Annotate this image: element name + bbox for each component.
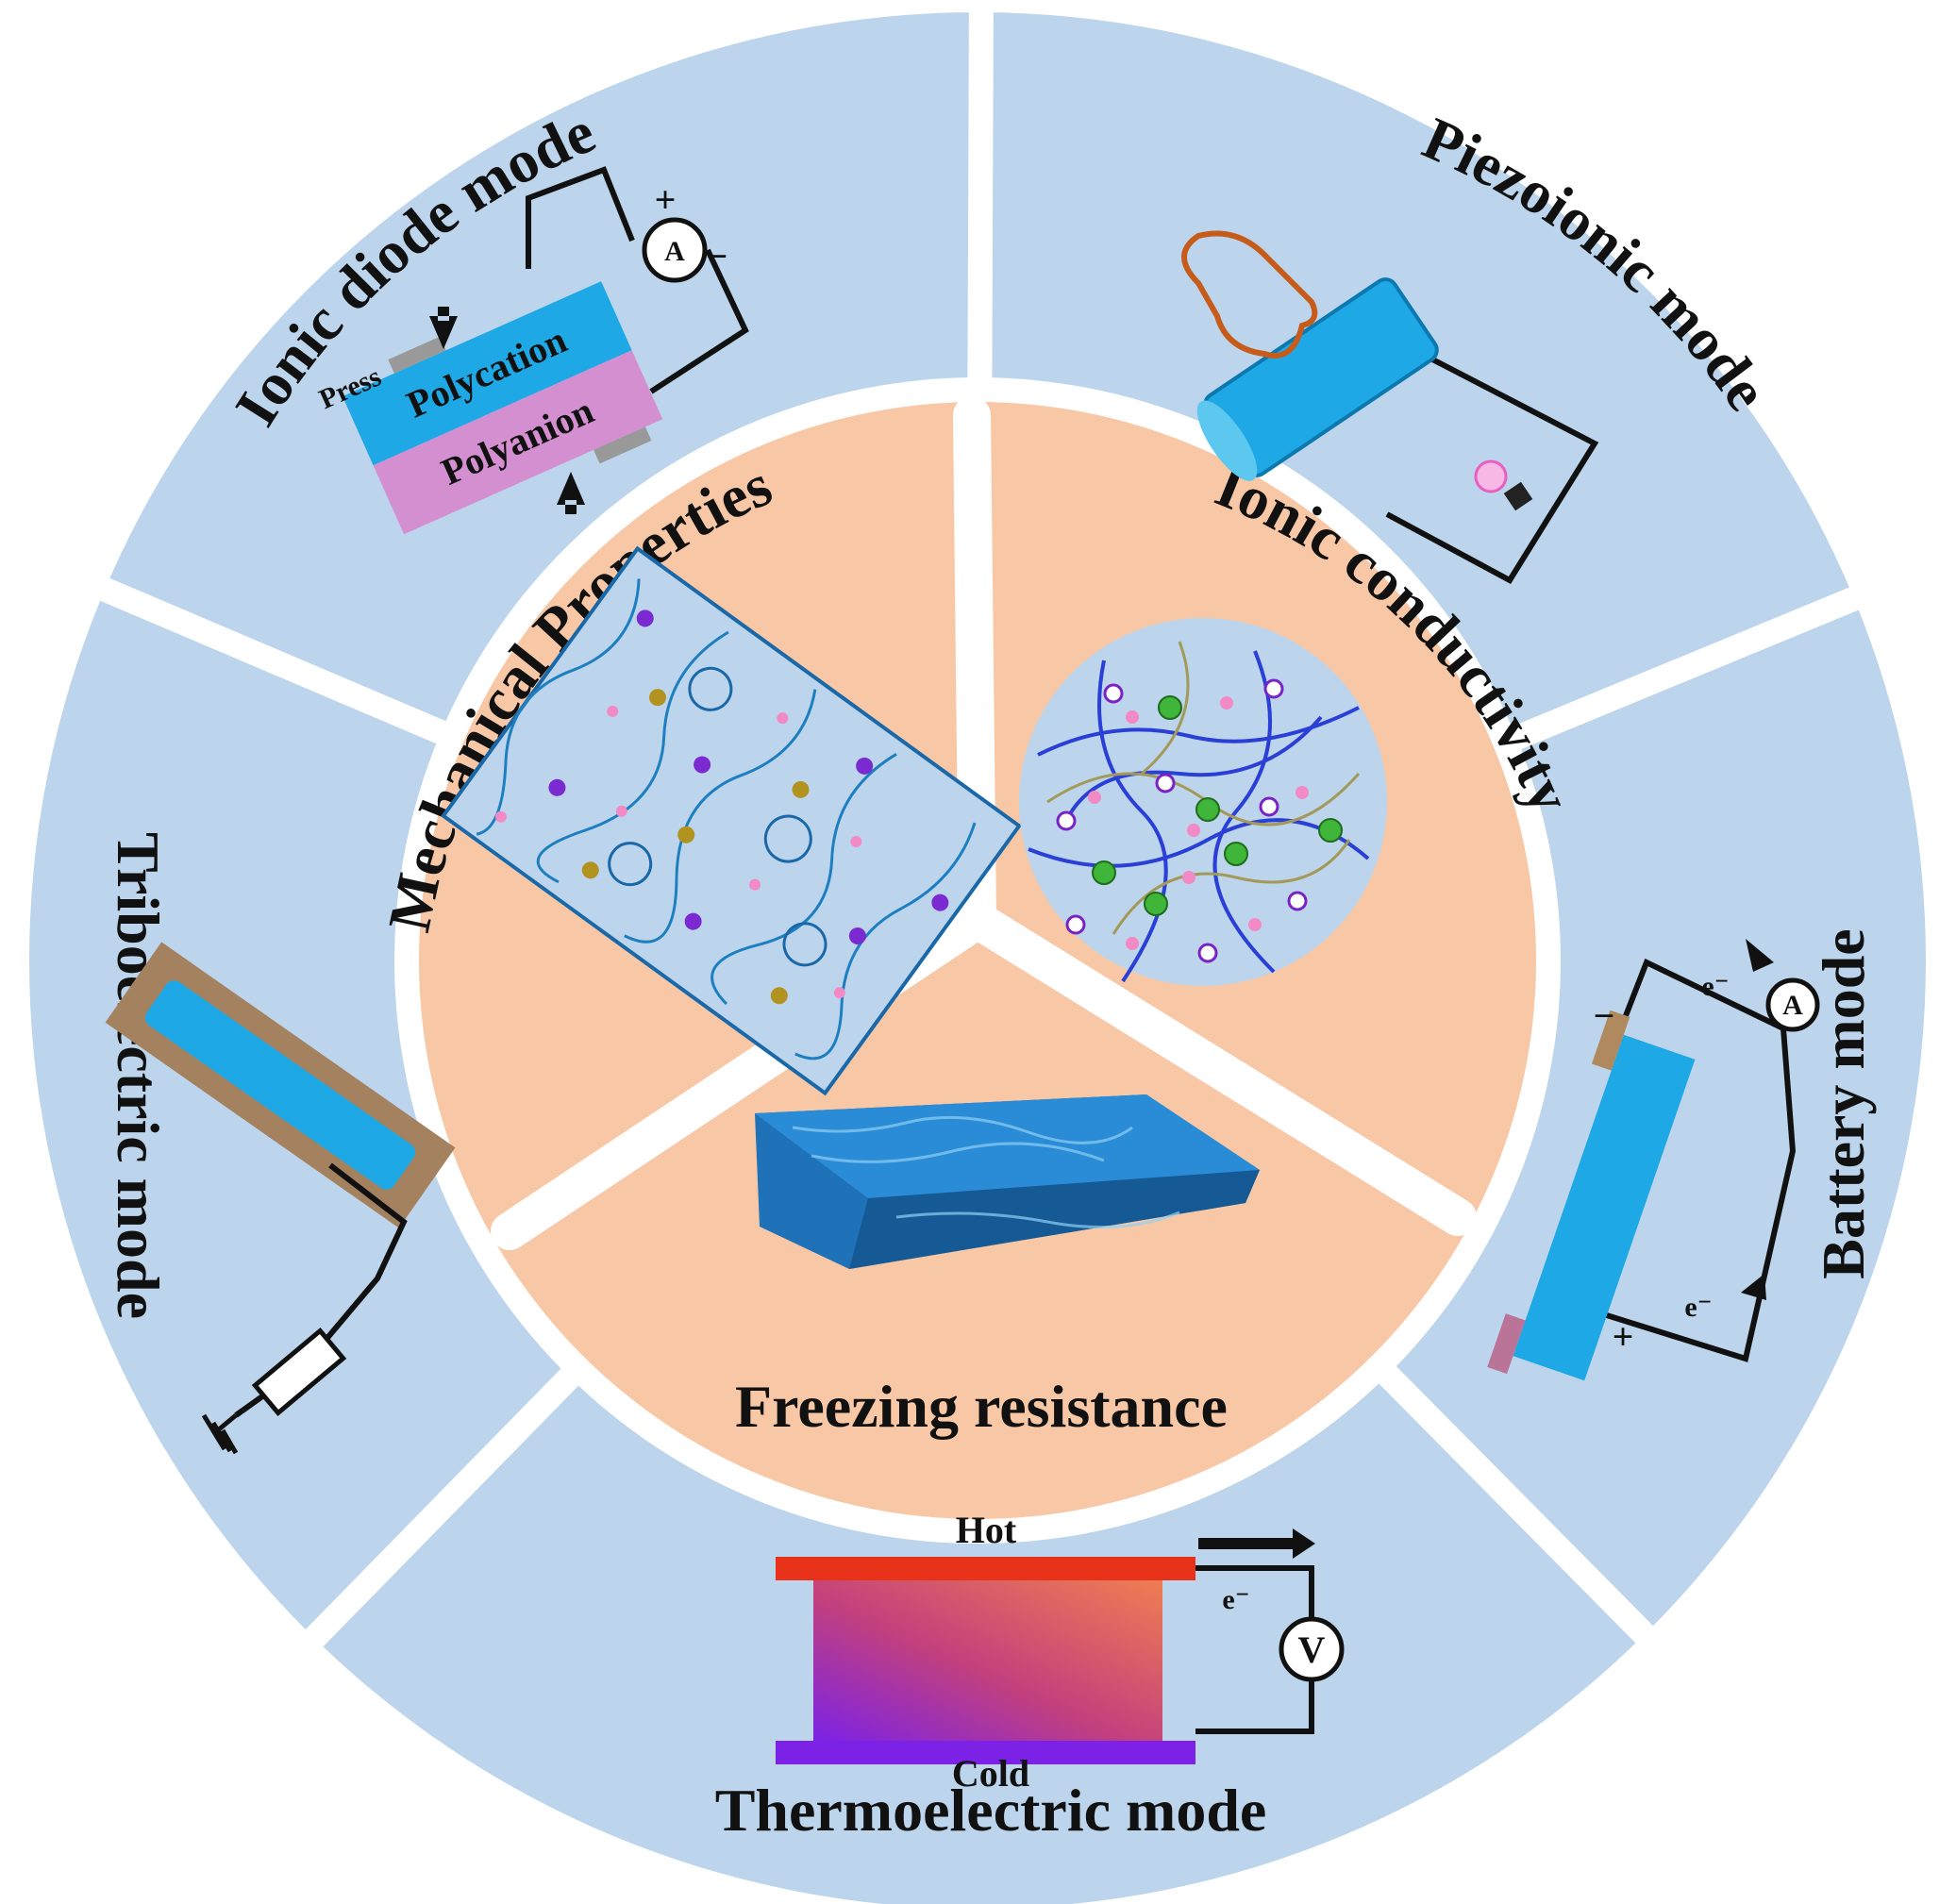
hot-plate xyxy=(776,1557,1195,1580)
svg-text:−: − xyxy=(707,235,728,277)
battery-electron-top: e⁻ xyxy=(1701,971,1729,1002)
svg-text:+: + xyxy=(655,178,677,221)
ionic-conductivity-network-illustration xyxy=(1019,618,1387,986)
battery-plus-label: + xyxy=(1613,1315,1634,1358)
hot-label: Hot xyxy=(956,1509,1017,1551)
svg-text:A: A xyxy=(664,236,685,267)
freezing-resistance-label: Freezing resistance xyxy=(735,1373,1228,1440)
triboelectric-mode-label: Triboelectric mode xyxy=(105,832,172,1319)
battery-minus-label: − xyxy=(1594,994,1615,1037)
thermo-body xyxy=(813,1580,1162,1741)
bulb-icon xyxy=(1476,461,1506,492)
battery-electron-bottom: e⁻ xyxy=(1684,1292,1712,1323)
electron-label: e⁻ xyxy=(1222,1584,1249,1615)
battery-mode-label: Battery mode xyxy=(1810,928,1877,1278)
svg-text:V: V xyxy=(1298,1628,1326,1671)
cold-label: Cold xyxy=(952,1752,1029,1795)
svg-text:A: A xyxy=(1782,990,1803,1021)
